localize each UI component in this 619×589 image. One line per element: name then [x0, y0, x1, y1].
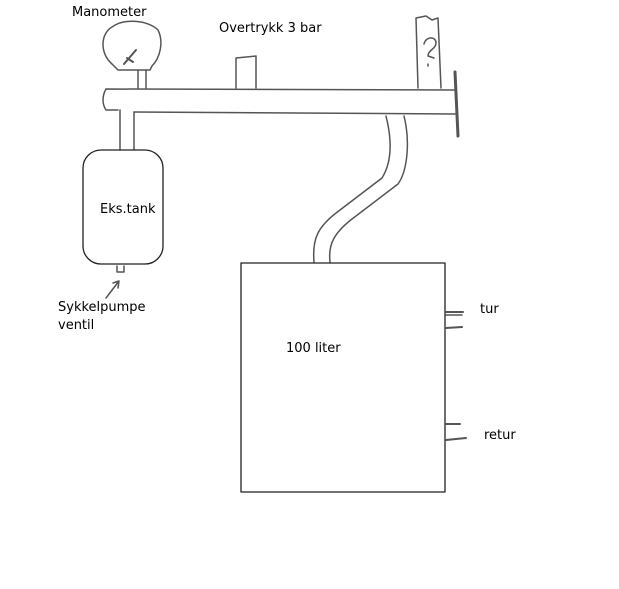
- pipe-to-expansion-tank: [119, 109, 135, 151]
- main-pipe: [102, 88, 456, 115]
- overpressure-valve: [235, 55, 257, 89]
- return-connector: [445, 423, 467, 441]
- manometer-stem: [137, 69, 147, 89]
- tank-volume-label: 100 liter: [286, 341, 341, 356]
- boiler-tank-body: [240, 262, 446, 493]
- manometer-needle: [123, 49, 137, 65]
- valve-pointer-arrow: [105, 280, 120, 299]
- return-label: retur: [484, 428, 516, 443]
- manometer-label: Manometer: [72, 5, 147, 20]
- expansion-tank-body: [82, 149, 164, 265]
- air-vent-device: [415, 15, 442, 89]
- manometer-gauge: [102, 20, 162, 71]
- overpressure-label: Overtrykk 3 bar: [219, 21, 322, 36]
- end-flange: [453, 70, 460, 138]
- flow-label: tur: [480, 302, 499, 317]
- tank-valve-stub: [116, 265, 125, 273]
- flow-connector: [445, 311, 464, 329]
- bike-valve-label-line1: Sykkelpumpe: [58, 300, 146, 315]
- expansion-tank-label: Eks.tank: [100, 202, 156, 217]
- air-vent-mark: [423, 37, 437, 67]
- pipe-to-boiler: [312, 115, 409, 263]
- bike-valve-label-line2: ventil: [58, 318, 95, 333]
